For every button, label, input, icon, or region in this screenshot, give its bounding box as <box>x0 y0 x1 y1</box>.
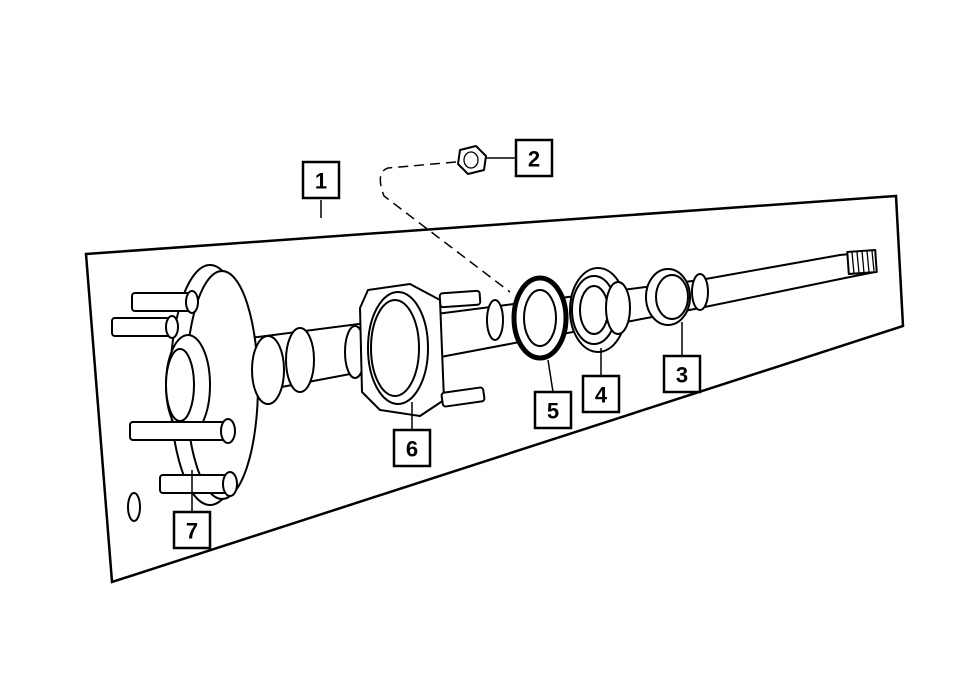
callout-7-label: 7 <box>186 519 198 544</box>
callout-7: 7 <box>172 510 212 550</box>
seal <box>511 275 569 361</box>
callout-6: 6 <box>392 428 432 468</box>
callout-3: 3 <box>662 354 702 394</box>
callout-5-label: 5 <box>547 399 559 424</box>
retainer-clip <box>127 492 141 522</box>
retaining-ring <box>645 268 691 326</box>
callout-1-label: 1 <box>315 169 327 194</box>
wheel-studs <box>111 290 238 497</box>
callout-3-label: 3 <box>676 363 688 388</box>
callout-6-label: 6 <box>406 437 418 462</box>
callout-2: 2 <box>514 138 554 178</box>
callout-5: 5 <box>533 390 573 430</box>
nut <box>457 145 487 175</box>
callout-4-label: 4 <box>595 383 608 408</box>
wheel-stud <box>159 471 238 497</box>
wheel-stud <box>131 290 199 314</box>
callout-2-label: 2 <box>528 147 540 172</box>
bearing <box>569 267 631 353</box>
wheel-stud <box>111 315 179 339</box>
callout-1: 1 <box>301 160 341 200</box>
retainer-plate <box>359 283 486 417</box>
spline-end <box>846 249 878 275</box>
callout-4: 4 <box>581 374 621 414</box>
hub-flange <box>165 264 285 506</box>
wheel-stud <box>129 418 236 444</box>
